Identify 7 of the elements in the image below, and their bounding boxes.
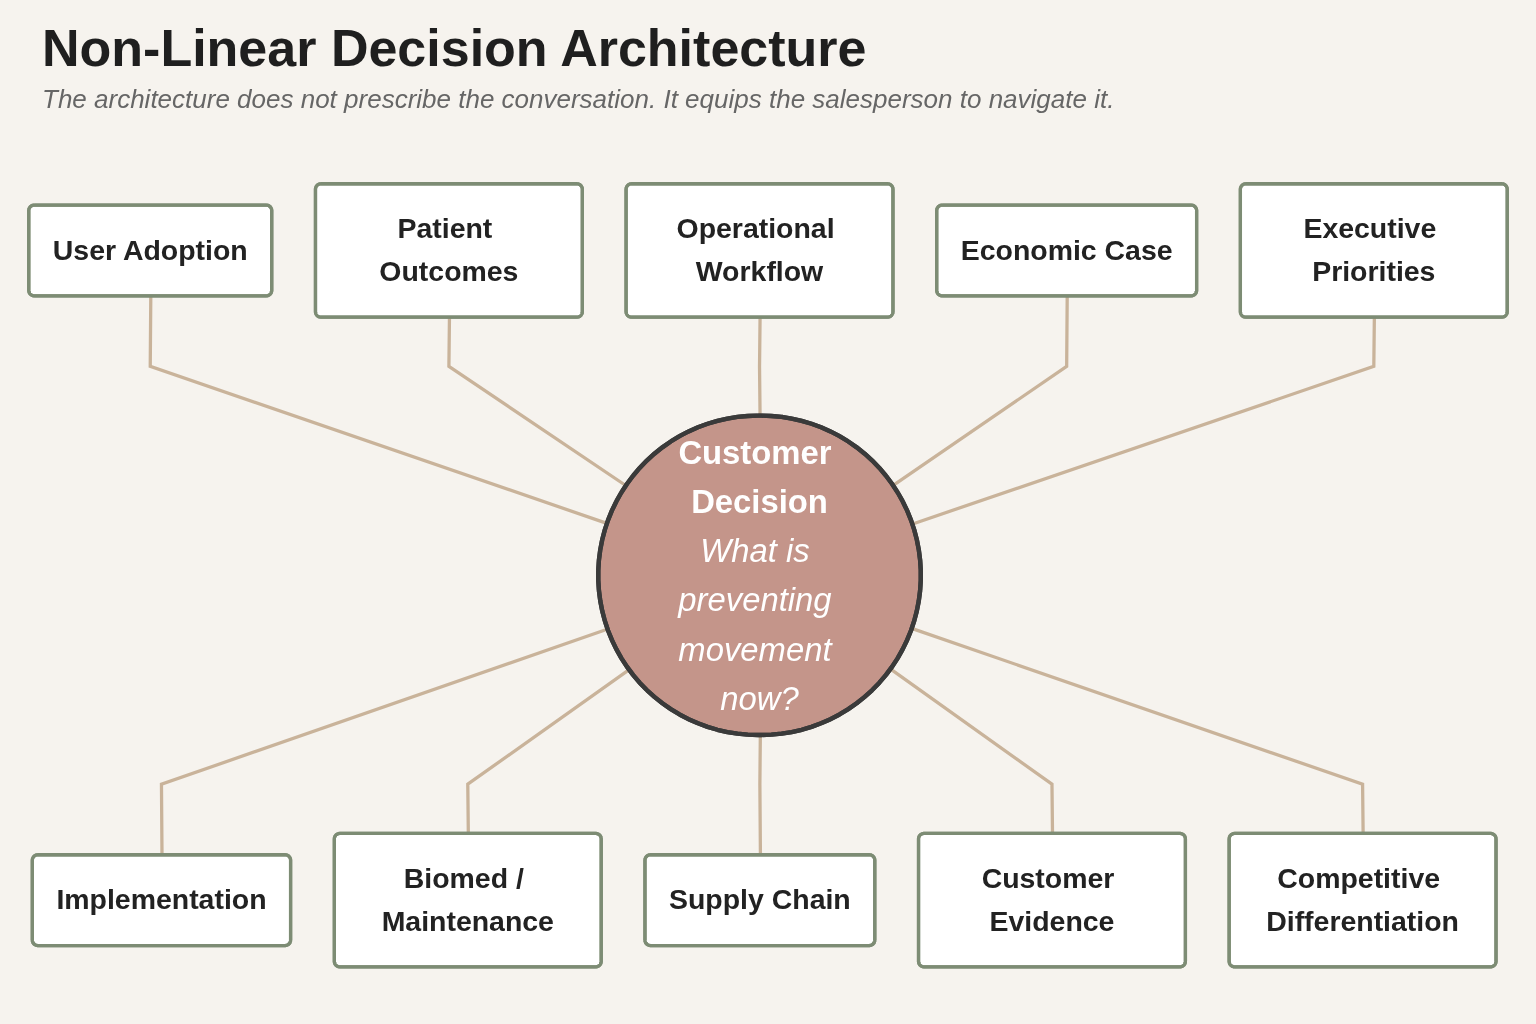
- connector: [892, 296, 1069, 487]
- connector: [890, 667, 1055, 834]
- connector: [466, 667, 631, 834]
- connector: [911, 626, 1365, 834]
- subtitle: The architecture does not prescribe the conversation. It equips the salesperson to navigate it.: [42, 84, 1115, 115]
- title: Non-Linear Decision Architecture: [42, 18, 867, 78]
- connector: [758, 735, 763, 855]
